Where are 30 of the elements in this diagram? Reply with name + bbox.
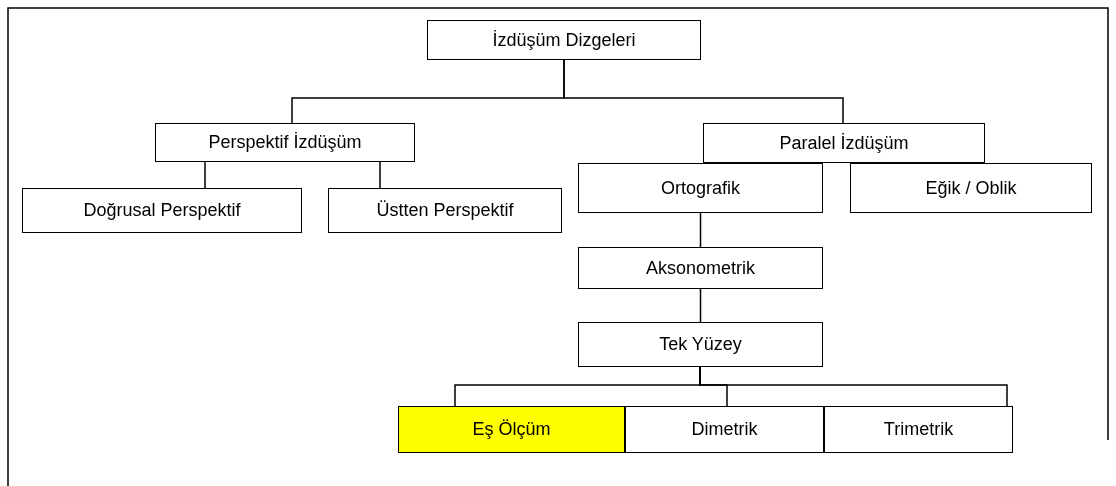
box-label: Üstten Perspektif — [376, 200, 514, 221]
connector-line — [379, 161, 381, 189]
category-box — [155, 123, 415, 162]
box-label: Eğik / Oblik — [925, 177, 1017, 199]
connector-line — [699, 366, 1008, 407]
category-box — [850, 163, 1092, 213]
box-label: Ortografik — [661, 177, 740, 199]
box-label: Paralel İzdüşüm — [779, 132, 909, 154]
category-box — [625, 406, 824, 453]
category-box — [824, 406, 1013, 453]
category-box — [578, 322, 823, 367]
category-box — [398, 406, 625, 453]
box-label: Eş Ölçüm — [472, 419, 551, 440]
category-box — [427, 20, 701, 60]
connector-line — [699, 288, 702, 323]
category-box — [578, 247, 823, 289]
connector-line — [204, 161, 206, 189]
connector-line — [563, 59, 844, 124]
box-label: Trimetrik — [883, 419, 954, 440]
box-label: Perspektif İzdüşüm — [208, 132, 362, 153]
box-label: Dimetrik — [691, 419, 758, 440]
box-label: Aksonometrik — [645, 257, 755, 279]
category-box — [328, 188, 562, 233]
box-label: Doğrusal Perspektif — [83, 200, 241, 221]
connector-line — [699, 212, 702, 248]
category-box — [578, 163, 823, 213]
category-box — [703, 123, 985, 163]
box-label: İzdüşüm Dizgeleri — [492, 29, 636, 51]
category-box — [22, 188, 302, 233]
box-label: Tek Yüzey — [659, 334, 742, 355]
